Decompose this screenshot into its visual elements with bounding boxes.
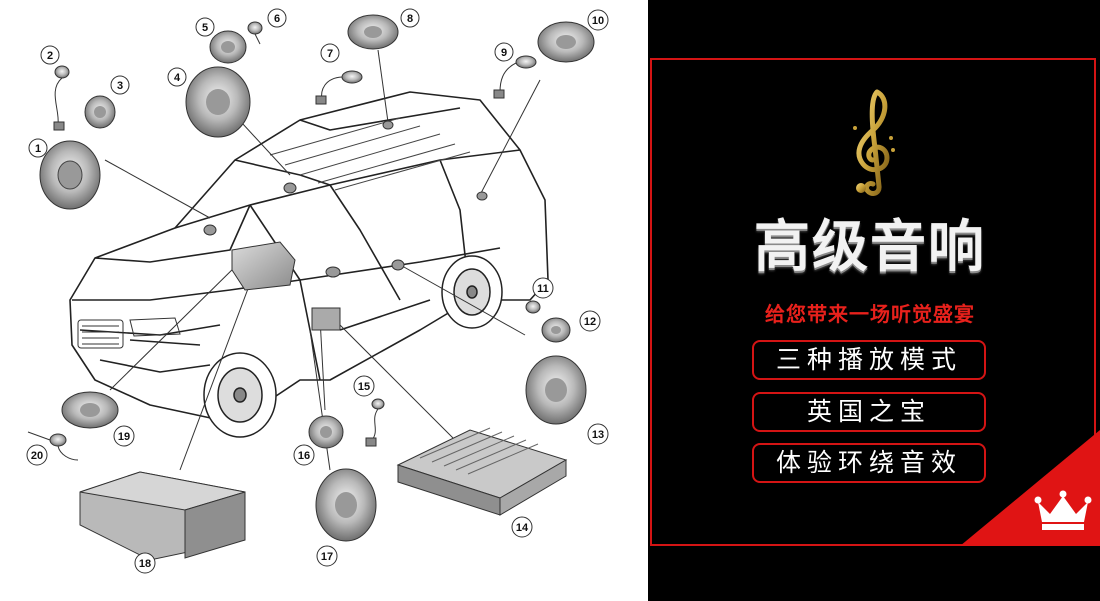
callout-7: 7 [320, 43, 340, 63]
callout-9: 9 [494, 42, 514, 62]
callout-16: 16 [293, 444, 315, 466]
svg-text:4: 4 [174, 72, 181, 84]
callout-15: 15 [353, 375, 375, 397]
speaker-13 [525, 355, 587, 425]
mounting-points [203, 120, 488, 331]
callout-10: 10 [587, 9, 609, 31]
svg-text:9: 9 [501, 47, 507, 59]
svg-text:14: 14 [516, 522, 529, 534]
page-title: 高级音响 [754, 215, 986, 278]
callout-13: 13 [587, 423, 609, 445]
callout-1: 1 [28, 138, 48, 158]
leader-lines [104, 49, 541, 471]
callout-12: 12 [579, 310, 601, 332]
svg-text:6: 6 [274, 13, 280, 25]
tagline: 给您带来一场听觉盛宴 [765, 304, 975, 326]
speaker-15 [365, 398, 385, 447]
callout-14: 14 [511, 516, 533, 538]
diagram-svg: 1 2 3 4 5 6 7 8 9 10 11 12 13 14 15 16 1… [26, 8, 609, 574]
callouts: 1 2 3 4 5 6 7 8 9 10 11 12 13 14 15 16 1… [26, 8, 609, 574]
callout-8: 8 [400, 8, 420, 28]
svg-text:2: 2 [47, 50, 53, 62]
callout-3: 3 [110, 75, 130, 95]
speaker-1 [39, 140, 101, 210]
speaker-8 [347, 14, 399, 50]
svg-text:7: 7 [327, 48, 333, 60]
svg-text:13: 13 [592, 429, 604, 441]
feature-british-brand: 英国之宝 [752, 392, 986, 432]
speaker-2 [53, 65, 70, 131]
svg-text:12: 12 [584, 316, 596, 328]
svg-text:15: 15 [358, 381, 370, 393]
speaker-12 [541, 317, 571, 343]
roof-rails [269, 117, 471, 191]
callout-18: 18 [134, 552, 156, 574]
subwoofer-enclosure-18 [79, 471, 246, 561]
callout-11: 11 [532, 277, 554, 299]
svg-text:17: 17 [321, 551, 333, 563]
svg-text:11: 11 [537, 283, 549, 295]
svg-text:18: 18 [139, 558, 151, 570]
callout-19: 19 [113, 425, 135, 447]
speaker-17 [315, 468, 377, 542]
svg-text:3: 3 [117, 80, 123, 92]
audio-system-diagram: 1 2 3 4 5 6 7 8 9 10 11 12 13 14 15 16 1… [0, 0, 648, 601]
callout-6: 6 [267, 8, 287, 28]
svg-text:5: 5 [202, 22, 208, 34]
callout-4: 4 [167, 67, 187, 87]
speaker-3 [84, 95, 116, 129]
callout-2: 2 [40, 45, 60, 65]
svg-text:10: 10 [592, 15, 604, 27]
speaker-10 [537, 21, 595, 63]
callout-5: 5 [195, 17, 215, 37]
speaker-20 [27, 431, 79, 461]
speaker-11 [525, 300, 541, 314]
svg-text:16: 16 [298, 450, 310, 462]
speaker-7 [315, 70, 363, 105]
red-frame [650, 58, 1096, 546]
speaker-5 [209, 30, 247, 64]
speaker-16 [308, 415, 344, 449]
subwoofer-module-on-car [231, 241, 296, 291]
front-grille [77, 317, 181, 349]
feature-surround-sound: 体验环绕音效 [752, 443, 986, 483]
svg-text:20: 20 [31, 450, 43, 462]
feature-playback-modes: 三种播放模式 [752, 340, 986, 380]
wheels [203, 255, 503, 438]
callout-17: 17 [316, 545, 338, 567]
amplifier-14 [396, 427, 568, 516]
speaker-19 [61, 391, 119, 429]
crown-icon [1034, 490, 1092, 530]
speaker-4 [185, 66, 251, 138]
svg-text:19: 19 [118, 431, 130, 443]
vehicle-outline [69, 91, 549, 421]
treble-clef-icon [853, 89, 895, 196]
callout-20: 20 [26, 444, 48, 466]
svg-text:1: 1 [35, 143, 41, 155]
svg-text:8: 8 [407, 13, 413, 25]
speaker-6 [247, 21, 263, 45]
speaker-9 [493, 55, 537, 99]
